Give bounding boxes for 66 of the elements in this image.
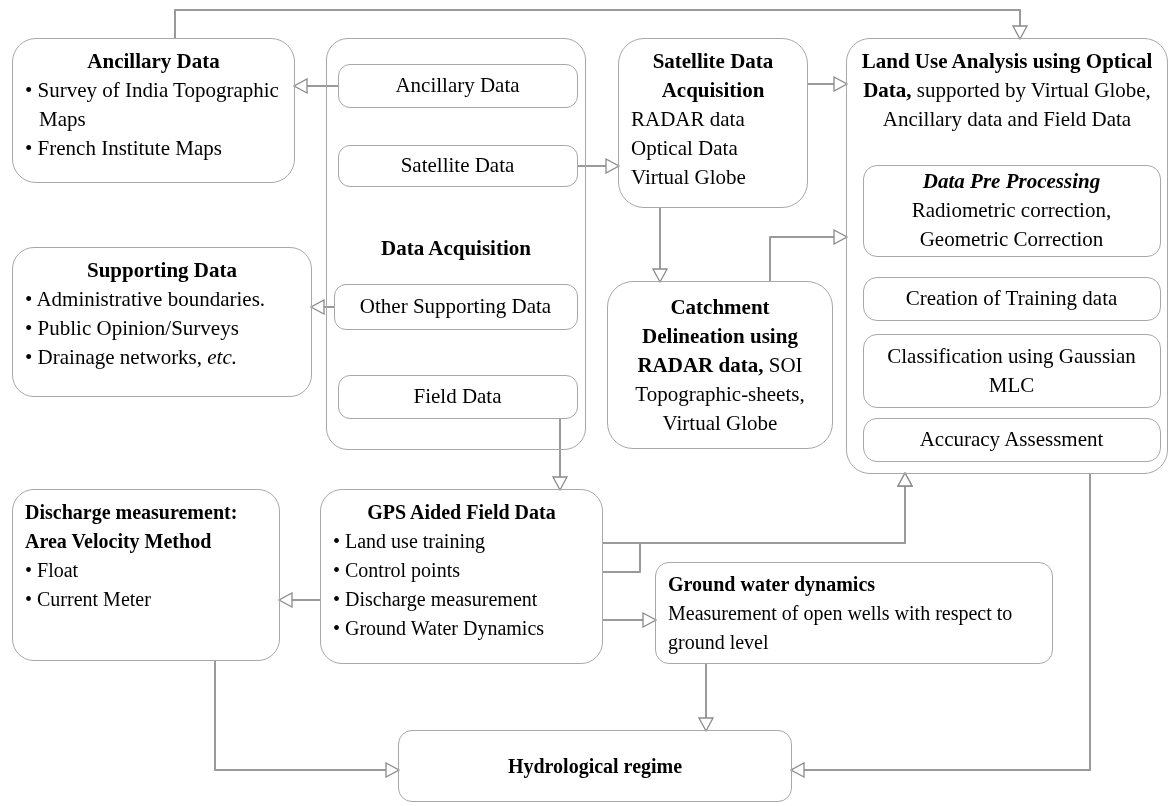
box-text: Land Use Analysis using Optical Data, supported by Virtual Globe, Ancillary data and Field Data: [860, 48, 1154, 133]
rounded-box: [862, 417, 1161, 462]
bullet-item: • Land use training: [333, 529, 486, 555]
rounded-box: [12, 489, 280, 661]
box-title: Satellite Data Acquisition: [651, 48, 775, 104]
box-text: Catchment Delineation using RADAR data, SOI Topographic-sheets, Virtual Globe: [634, 293, 806, 437]
box-title: Discharge measurement: Area Velocity Method: [25, 500, 239, 555]
arrow: [293, 78, 339, 94]
rounded-box: [618, 38, 808, 208]
group-box: [326, 38, 586, 450]
rounded-box: [655, 562, 1053, 664]
bullet-item: • Current Meter: [25, 587, 152, 612]
box-title: Data Pre Processing: [921, 168, 1102, 195]
bullet-item: • Control points: [333, 558, 461, 584]
box-title: Hydrological regime: [506, 753, 684, 780]
box-title: Supporting Data: [86, 257, 238, 284]
arrow: [769, 229, 848, 282]
arrow: [552, 418, 568, 491]
box-text: Creation of Training data: [904, 285, 1119, 312]
arrow: [174, 9, 1028, 40]
bullet-item: • French Institute Maps: [25, 135, 223, 162]
box-text: Other Supporting Data: [358, 293, 553, 320]
bullet-item: • Float: [25, 558, 80, 583]
arrow: [807, 76, 848, 92]
box-text: Satellite Data: [399, 152, 516, 179]
group-box: [846, 38, 1168, 474]
bullet-item: • Public Opinion/Surveys: [25, 315, 240, 342]
box-title: GPS Aided Field Data: [366, 500, 557, 525]
rounded-box: [320, 489, 603, 664]
arrow: [278, 592, 321, 608]
arrow: [214, 660, 400, 778]
box-text: RADAR data: [631, 106, 746, 133]
arrow: [652, 207, 668, 283]
box-title: Data Acquisition: [380, 235, 532, 262]
box-text: Measurement of open wells with respect to ground level: [668, 600, 1014, 656]
arrow: [698, 663, 714, 732]
rounded-box: [333, 283, 578, 330]
box-text: Field Data: [412, 383, 503, 410]
rounded-box: [12, 38, 295, 183]
rounded-box: [12, 247, 312, 397]
box-text: Ancillary Data: [394, 72, 521, 99]
arrow: [310, 299, 335, 315]
bullet-item: • Drainage networks, etc.: [25, 344, 239, 371]
bullet-item: • Discharge measurement: [333, 587, 539, 613]
rounded-box: [337, 144, 578, 187]
box-text: Optical Data: [631, 135, 739, 162]
rounded-box: [862, 276, 1161, 321]
rounded-box: [337, 374, 578, 419]
rounded-box: [862, 164, 1161, 257]
box-text: Radiometric correction, Geometric Correction: [910, 197, 1113, 253]
rounded-box: [398, 730, 792, 802]
arrow: [790, 473, 1091, 778]
rounded-box: [337, 63, 578, 108]
bullet-item: • Survey of India Topographic Maps: [25, 77, 280, 133]
rounded-box: [862, 333, 1161, 408]
box-title: Ancillary Data: [86, 48, 221, 75]
box-text: Accuracy Assessment: [918, 426, 1105, 453]
bullet-item: • Ground Water Dynamics: [333, 616, 546, 642]
box-text: Virtual Globe: [631, 164, 747, 191]
rounded-box: [607, 281, 833, 449]
arrow: [577, 158, 620, 174]
box-title: Ground water dynamics: [668, 571, 877, 598]
arrow: [602, 612, 657, 628]
arrow: [602, 472, 913, 573]
box-text: Classification using Gaussian MLC: [886, 342, 1137, 399]
bullet-item: • Administrative boundaries.: [25, 286, 267, 313]
